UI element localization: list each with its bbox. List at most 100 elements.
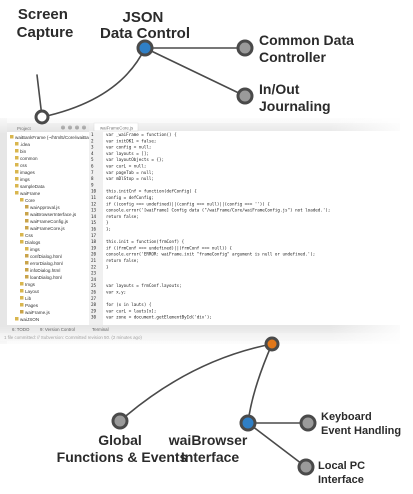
line-number: 11 (91, 195, 97, 200)
code-line[interactable]: if ((frmConf === undefined)||(frmConf ==… (106, 245, 233, 250)
tree-item[interactable]: images (20, 170, 36, 175)
tree-item[interactable]: Css (25, 233, 34, 238)
tree-item-icon (20, 303, 24, 307)
code-line[interactable]: }; (106, 227, 111, 232)
tree-item[interactable]: waiFrame (20, 191, 41, 196)
code-line[interactable]: var pageTab = null; (106, 170, 154, 175)
code-line[interactable]: var curL = null; (106, 164, 146, 169)
tree-item-icon (15, 317, 19, 321)
code-line[interactable]: } (106, 264, 109, 269)
line-number: 30 (91, 315, 97, 320)
tree-item[interactable]: loanDialog.html (30, 275, 62, 280)
code-line[interactable]: var layouts = []; (106, 151, 149, 156)
line-number: 15 (91, 220, 97, 225)
code-line[interactable]: var mDlStop = null; (106, 176, 154, 181)
tree-item[interactable]: imgs (20, 177, 30, 182)
code-line[interactable]: var config = null; (106, 145, 151, 150)
code-line[interactable]: if ((config === undefined)||(config === … (106, 201, 270, 206)
line-json-data-control (41, 47, 146, 118)
line-global-functions (119, 343, 273, 422)
node-screen-capture-anchor (34, 109, 50, 125)
label-local-pc-interface: Local PC Interface (318, 460, 368, 486)
tree-item[interactable]: waiFrame.js (25, 310, 50, 315)
tree-item[interactable]: sampleData (20, 184, 45, 189)
tree-item-icon (25, 226, 29, 230)
label-global-functions-events: Global Functions & Events (57, 432, 188, 465)
code-line[interactable]: } (106, 220, 109, 225)
connector-lines (36, 47, 309, 468)
node-json-data-control (136, 39, 154, 57)
tree-item-icon (25, 261, 29, 265)
code-line[interactable]: this.init = function(frmConf) { (106, 239, 185, 244)
tree-item[interactable]: imgs (30, 247, 40, 252)
tree-item[interactable]: waiBankFrame (~/html5/Core/waiBankFrame) (15, 135, 109, 140)
code-line[interactable]: var x,y; (106, 290, 126, 295)
line-number: 5 (91, 157, 94, 162)
fade-right (330, 112, 413, 352)
tree-item[interactable]: bin (20, 149, 27, 154)
code-line[interactable]: var curL = lauts[x]; (106, 308, 156, 313)
line-number: 18 (91, 239, 97, 244)
tree-item[interactable]: common (20, 156, 38, 161)
code-line[interactable]: return false; (106, 214, 139, 219)
tree-item-icon (25, 247, 29, 251)
line-waibrowser-interface (247, 343, 273, 424)
line-local-pc-interface (247, 422, 307, 468)
line-number: 10 (91, 189, 97, 194)
project-tree-panel (7, 132, 89, 325)
code-line[interactable]: var layoutObjects = {}; (106, 157, 164, 162)
tree-item[interactable]: Core (25, 198, 35, 203)
line-number: 12 (91, 201, 97, 206)
code-line[interactable]: for (x in lauts) { (106, 302, 152, 307)
tree-item-icon (20, 282, 24, 286)
code-line[interactable]: config = defConfig; (106, 195, 154, 200)
project-tree: waiBankFrame (~/html5/Core/waiBankFrame)… (10, 135, 109, 322)
tree-item-icon (25, 219, 29, 223)
tree-item[interactable]: waiBrowserInterface.js (30, 212, 77, 217)
tree-item[interactable]: Pages (25, 303, 39, 308)
code-line[interactable]: var _waiFrame = function() { (106, 132, 177, 137)
line-number: 25 (91, 283, 97, 288)
tree-item[interactable]: waiFrameCore.js (30, 226, 65, 231)
line-number: 13 (91, 208, 97, 213)
ide-left-strip (0, 118, 7, 344)
line-number: 4 (91, 151, 94, 156)
tree-item[interactable]: Dialogs (25, 240, 41, 245)
line-number: 6 (91, 164, 94, 169)
line-number: 22 (91, 264, 97, 269)
tree-item[interactable]: waiFrameConfig.js (30, 219, 69, 224)
code-line[interactable]: return false; (106, 258, 139, 263)
fade-top (0, 112, 413, 134)
line-number: 9 (91, 182, 94, 187)
code-line[interactable]: console.error('ERROR: waiFrame.init "fra… (106, 252, 315, 257)
code-line[interactable]: console.error('[waiFrame] Config data ("… (106, 208, 330, 213)
tree-item[interactable]: Imgs (25, 282, 36, 287)
code-line[interactable]: var initOK1 = false; (106, 138, 156, 143)
node-waibrowser-interface (239, 414, 257, 432)
line-number: 29 (91, 308, 97, 313)
tree-item-icon (20, 296, 24, 300)
tree-item-icon (15, 191, 19, 195)
tree-item[interactable]: confDialog.html (30, 254, 62, 259)
tree-item[interactable]: infoDialog.html (30, 268, 60, 273)
tree-item[interactable]: waiApproval.js (30, 205, 60, 210)
tree-item[interactable]: waiJSON (20, 317, 39, 322)
code-line[interactable]: var zone = document.getElementById('div'… (106, 315, 212, 320)
tree-item[interactable]: Lib (25, 296, 32, 301)
tree-item-icon (15, 163, 19, 167)
tree-item[interactable]: css (20, 163, 28, 168)
tree-item-icon (15, 142, 19, 146)
line-number: 17 (91, 233, 97, 238)
tree-item-icon (25, 268, 29, 272)
tree-item[interactable]: .idea (20, 142, 30, 147)
tree-item[interactable]: Layout (25, 289, 40, 294)
node-local-pc-interface (297, 458, 315, 476)
code-line[interactable]: this.initCnf = function(defConfig) { (106, 189, 197, 194)
tree-item[interactable]: errorDialog.html (30, 261, 63, 266)
line-number: 8 (91, 176, 94, 181)
code-line[interactable]: var layouts = frmConf.layouts; (106, 283, 182, 288)
line-number: 16 (91, 227, 97, 232)
label-keyboard-event-handling: Keyboard Event Handling (321, 411, 401, 437)
